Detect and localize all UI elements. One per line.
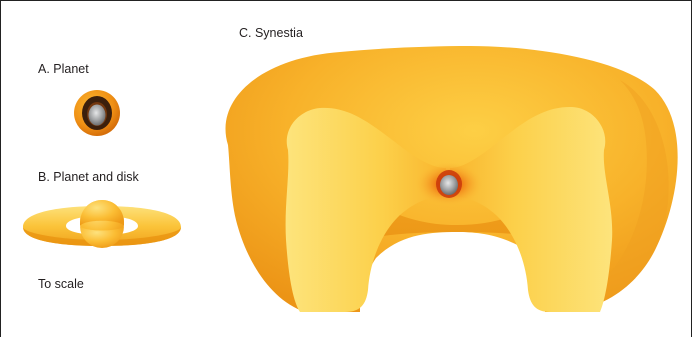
planet-and-disk-label: B. Planet and disk xyxy=(38,171,139,184)
planet-a-core xyxy=(89,105,106,126)
planet-a-illustration xyxy=(74,90,120,136)
synestia-core xyxy=(440,175,458,195)
planet-b-illustration xyxy=(23,200,181,248)
planet-label: A. Planet xyxy=(38,63,89,76)
synestia-label: C. Synestia xyxy=(239,27,303,40)
synestia-illustration xyxy=(226,46,678,312)
to-scale-label: To scale xyxy=(38,278,84,291)
